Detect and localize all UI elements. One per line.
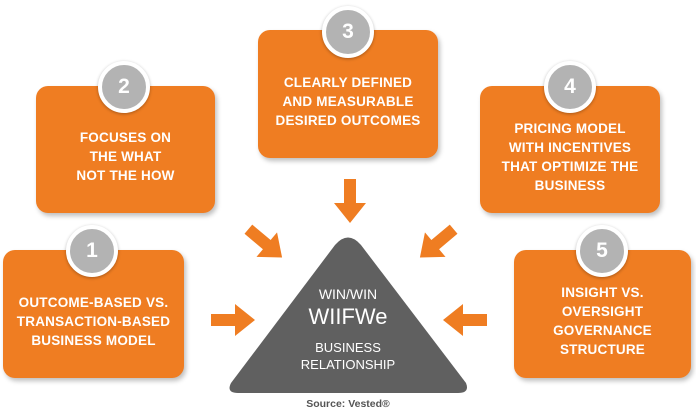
box-4-text: PRICING MODEL WITH INCENTIVES THAT OPTIM…: [501, 120, 639, 193]
center-line-1: WIN/WIN: [318, 286, 378, 302]
arrow-from-box-1: [211, 304, 255, 336]
arrow-from-box-3: [334, 179, 366, 223]
box-5-text: INSIGHT VS. OVERSIGHT GOVERNANCE STRUCTU…: [553, 285, 652, 357]
center-line-3: BUSINESS: [315, 340, 381, 355]
badge-3: 3: [322, 6, 374, 58]
arrow-from-box-4: [419, 224, 458, 258]
center-line-4: RELATIONSHIP: [300, 357, 396, 372]
center-line-2: WIIFWe: [308, 304, 388, 329]
source-caption: Source: Vested®: [306, 398, 390, 410]
badge-1: 1: [66, 225, 118, 277]
arrow-from-box-5: [443, 304, 487, 336]
box-2-text: FOCUSES ON THE WHAT NOT THE HOW: [76, 130, 175, 183]
box-1-text: OUTCOME-BASED VS. TRANSACTION-BASED BUSI…: [16, 294, 171, 348]
arrow-from-box-2: [244, 224, 283, 258]
badge-2: 2: [98, 61, 150, 113]
badge-4: 4: [544, 61, 596, 113]
badge-5: 5: [576, 225, 628, 277]
box-3-text: CLEARLY DEFINED AND MEASURABLE DESIRED O…: [275, 74, 421, 128]
